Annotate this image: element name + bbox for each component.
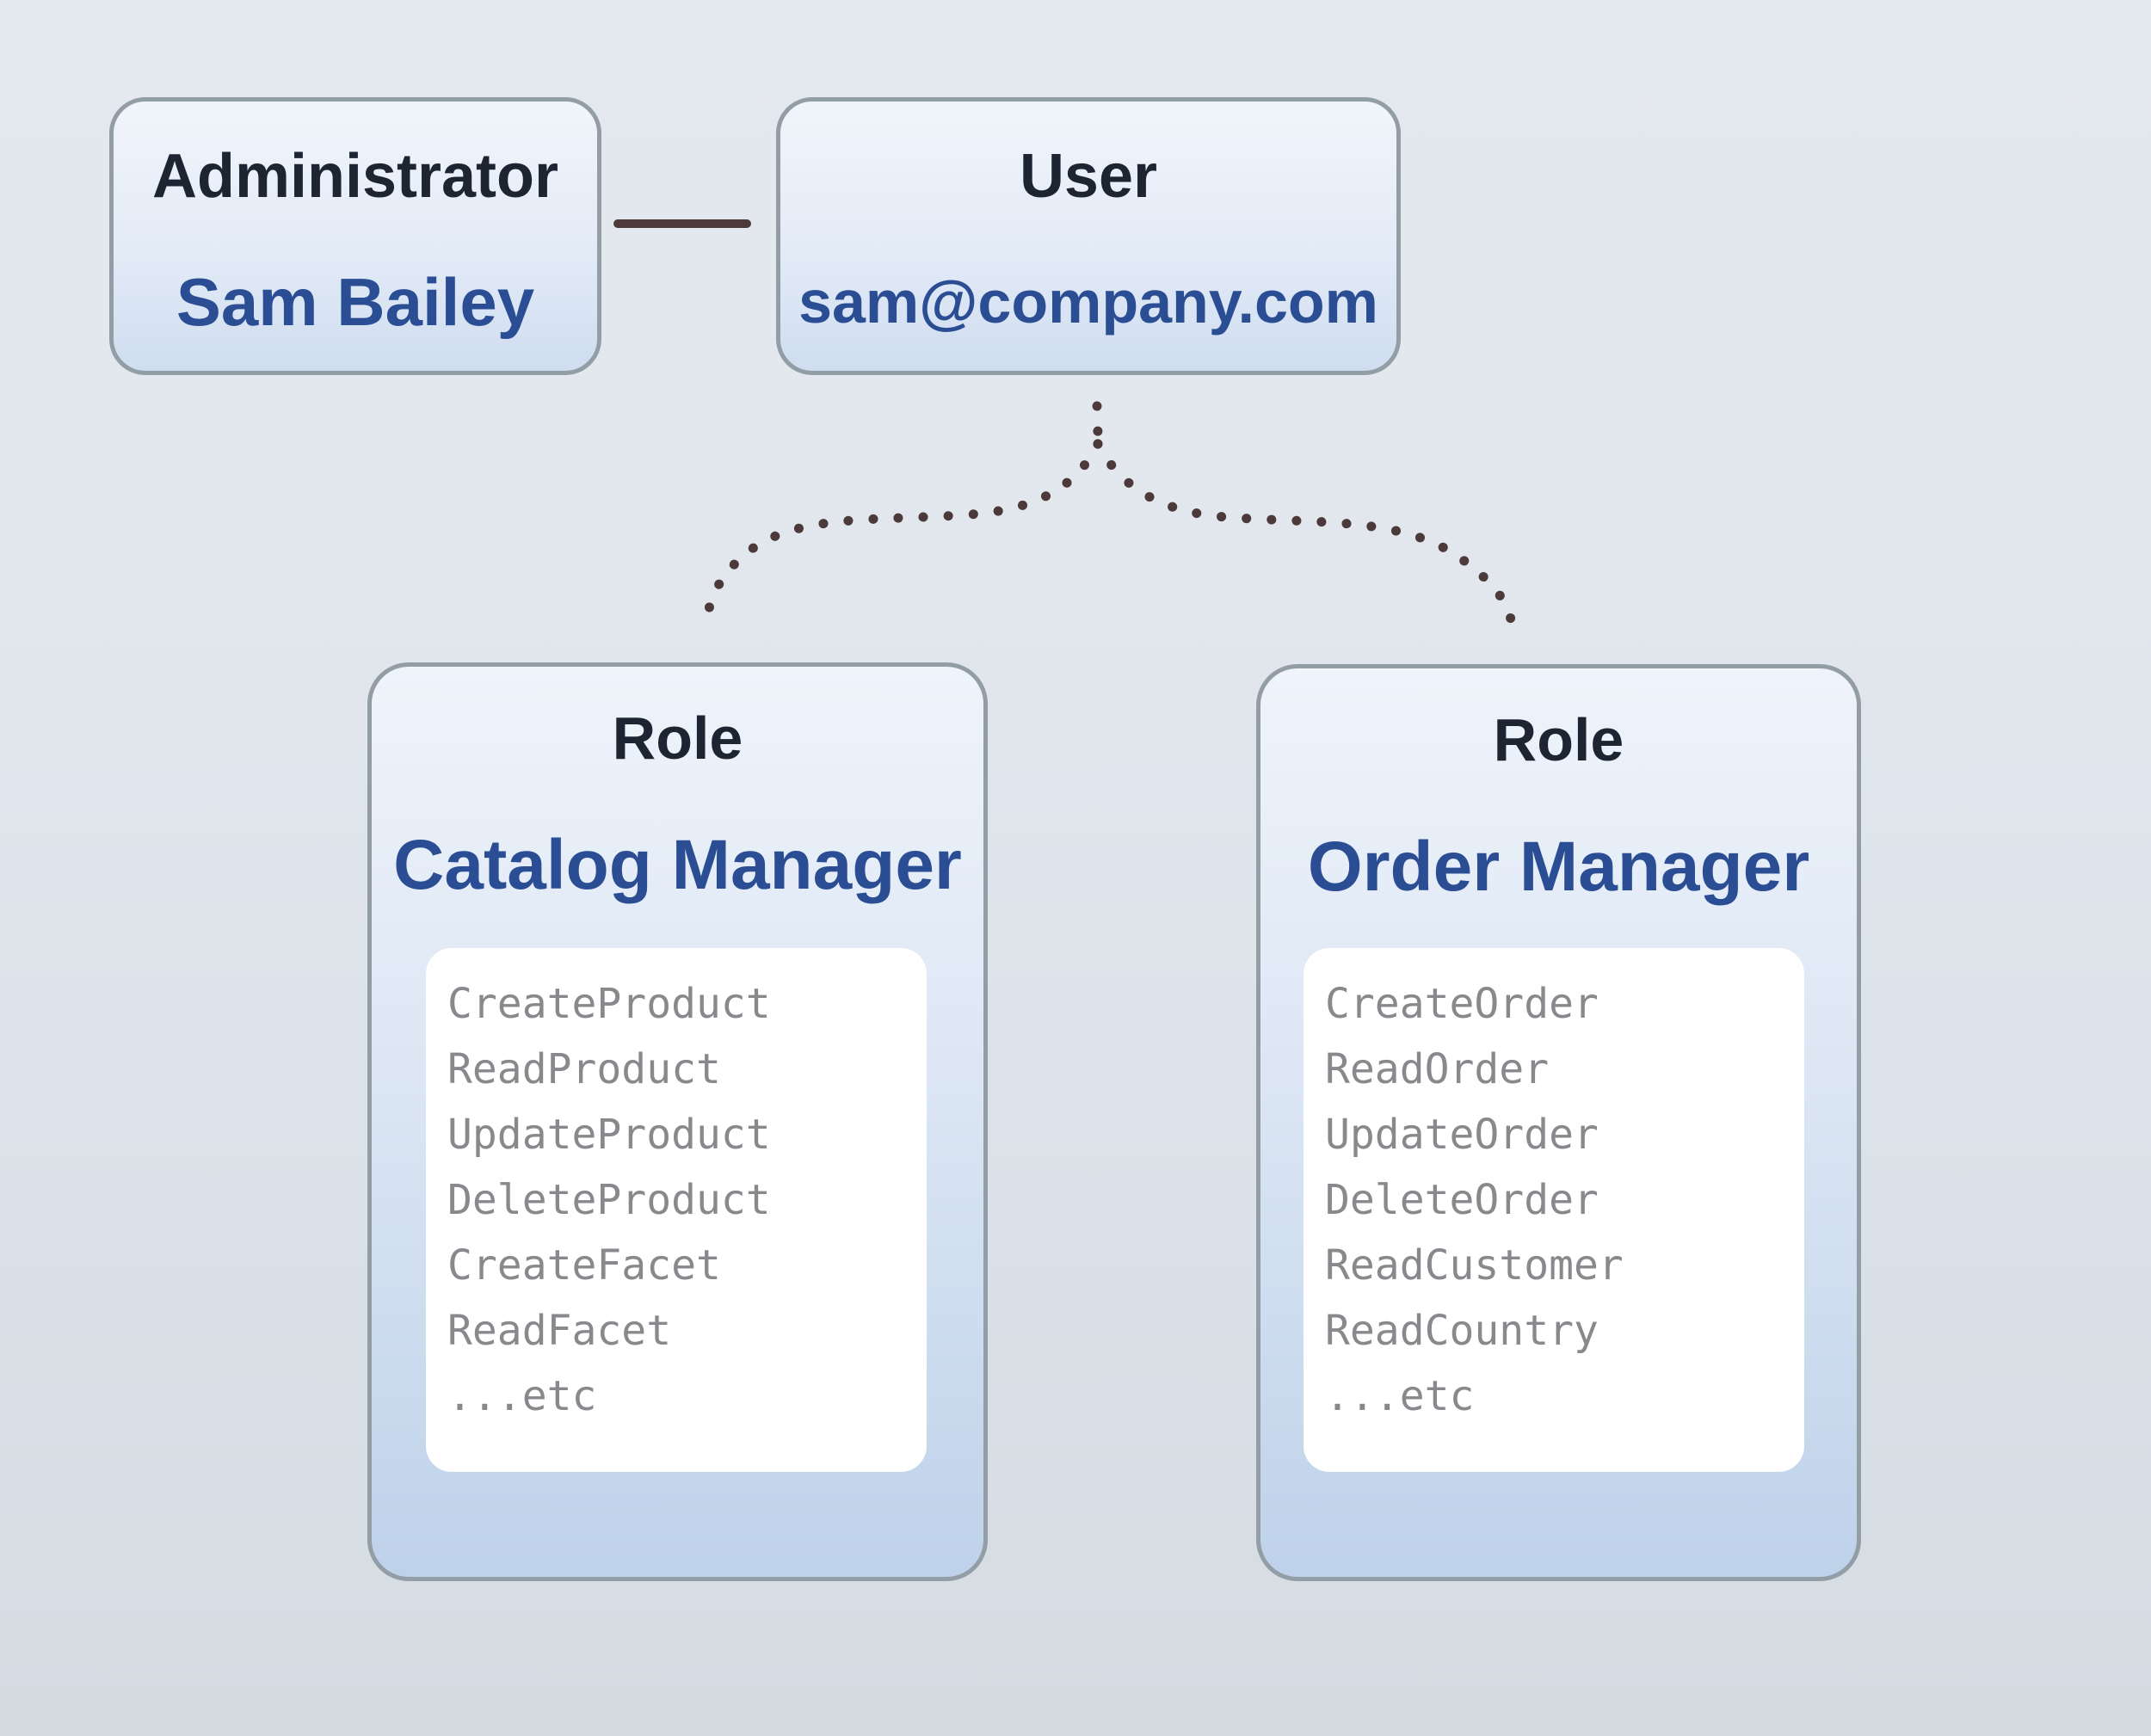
administrator-card-title: Administrator xyxy=(151,142,559,211)
role-card-title: Role xyxy=(612,705,743,772)
permission-item: ReadFacet xyxy=(447,1307,672,1355)
permission-item: ...etc xyxy=(447,1372,597,1420)
permission-item: ReadProduct xyxy=(447,1045,721,1093)
role-name-catalog-manager: Catalog Manager xyxy=(393,826,962,904)
permission-item: DeleteProduct xyxy=(447,1176,771,1224)
permission-item: UpdateOrder xyxy=(1325,1111,1599,1159)
user-roles-fork-stub xyxy=(1092,401,1103,439)
permission-item: UpdateProduct xyxy=(447,1111,771,1159)
user-catalog-role-dotted-connector xyxy=(701,439,1103,631)
permission-item: ReadCustomer xyxy=(1325,1241,1624,1290)
permission-item: CreateFacet xyxy=(447,1241,721,1290)
role-name-order-manager: Order Manager xyxy=(1307,828,1810,906)
permission-item: ReadCountry xyxy=(1325,1307,1599,1355)
user-email: sam@company.com xyxy=(798,268,1378,336)
permission-item: ReadOrder xyxy=(1325,1045,1550,1093)
permission-item: ...etc xyxy=(1325,1372,1475,1420)
user-order-role-dotted-connector xyxy=(1093,439,1517,630)
permission-item: CreateProduct xyxy=(447,980,771,1028)
permission-item: CreateOrder xyxy=(1325,980,1599,1028)
permission-item: DeleteOrder xyxy=(1325,1176,1599,1224)
role-card-title: Role xyxy=(1493,706,1624,773)
administrator-card: Administrator Sam Bailey xyxy=(109,97,601,375)
user-card-title: User xyxy=(1019,142,1158,211)
administrator-name: Sam Bailey xyxy=(176,264,535,340)
user-card: User sam@company.com xyxy=(776,97,1401,375)
